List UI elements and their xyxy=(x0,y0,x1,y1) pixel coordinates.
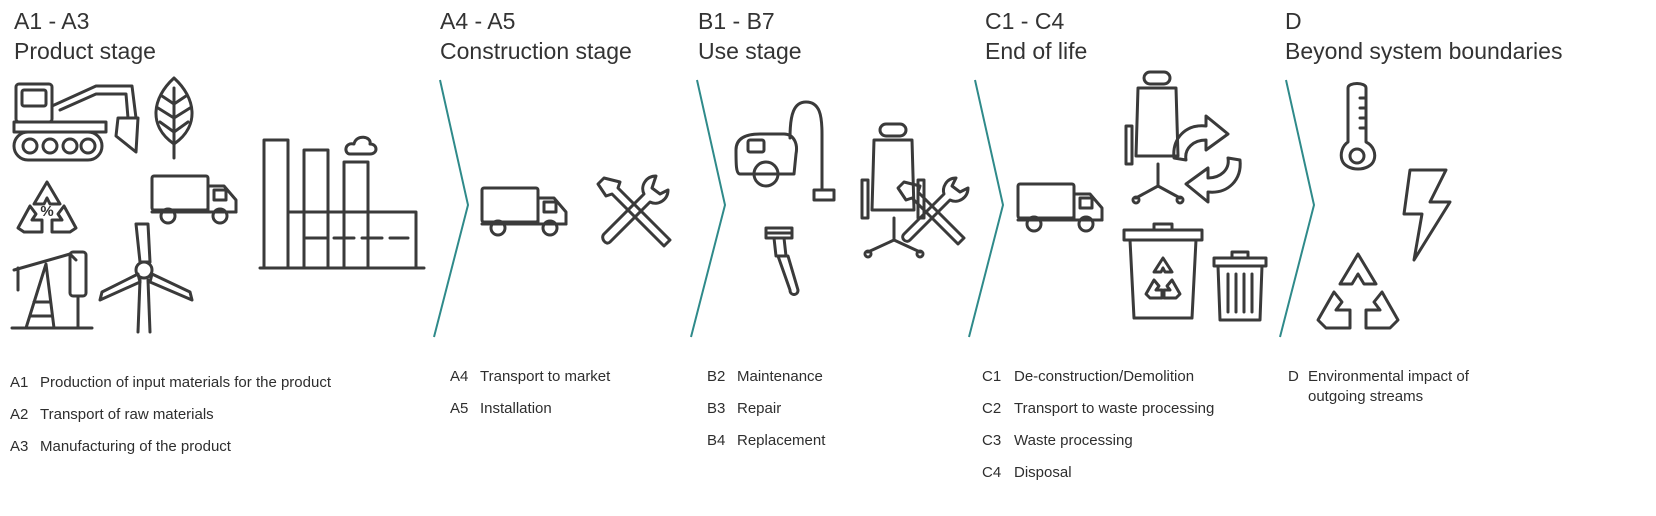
item-text: Repair xyxy=(737,400,782,417)
recycling-bin-icon xyxy=(1122,222,1204,322)
list-item: A5 Installation xyxy=(450,399,610,419)
item-code: B4 xyxy=(707,432,726,449)
stage-header-beyond: D Beyond system boundaries xyxy=(1285,6,1562,66)
list-item: B3 Repair xyxy=(707,399,825,419)
list-item: A2 Transport of raw materials xyxy=(10,405,331,425)
item-text: Transport to waste processing xyxy=(1014,400,1215,417)
wrench-screwdriver-icon xyxy=(594,170,674,250)
list-item: D Environmental impact of outgoing stream… xyxy=(1288,367,1498,407)
recycle-percent-icon: % xyxy=(14,178,80,238)
trash-can-icon xyxy=(1212,250,1268,324)
stage-name: Construction stage xyxy=(440,38,632,64)
vacuum-cleaner-icon xyxy=(730,94,840,206)
stage-name: End of life xyxy=(985,38,1088,64)
oil-pump-icon xyxy=(10,250,94,332)
description-list-end-of-life: C1 De-construction/Demolition C2 Transport… xyxy=(982,367,1214,495)
item-code: C3 xyxy=(982,432,1002,449)
leaf-icon xyxy=(146,74,202,160)
stage-header-construction: A4 - A5 Construction stage xyxy=(440,6,632,66)
item-text: Transport to market xyxy=(480,368,611,385)
item-code: A4 xyxy=(450,368,469,385)
description-list-use: B2 Maintenance B3 Repair B4 Replacement xyxy=(707,367,825,463)
list-item: B4 Replacement xyxy=(707,431,825,451)
item-code: D xyxy=(1288,368,1299,385)
item-text: Maintenance xyxy=(737,368,823,385)
item-text: De-construction/Demolition xyxy=(1014,368,1195,385)
stage-code: C1 - C4 xyxy=(985,8,1065,34)
item-text: Production of input materials for the pr… xyxy=(40,374,331,391)
item-code: C2 xyxy=(982,400,1002,417)
item-code: C1 xyxy=(982,368,1002,385)
wind-turbine-icon xyxy=(96,220,196,334)
percent-symbol: % xyxy=(40,203,53,220)
truck-icon xyxy=(480,184,570,238)
truck-icon xyxy=(150,172,240,226)
chevron-divider-1 xyxy=(433,79,470,338)
stage-header-product: A1 - A3 Product stage xyxy=(14,6,156,66)
item-text: Installation xyxy=(480,400,552,417)
stage-header-use: B1 - B7 Use stage xyxy=(698,6,802,66)
item-code: A3 xyxy=(10,438,29,455)
stage-code: D xyxy=(1285,8,1302,34)
excavator-icon xyxy=(12,80,140,162)
item-text: Replacement xyxy=(737,432,826,449)
list-item: A3 Manufacturing of the product xyxy=(10,437,331,457)
stage-name: Product stage xyxy=(14,38,156,64)
list-item: B2 Maintenance xyxy=(707,367,825,387)
list-item: A1 Production of input materials for the … xyxy=(10,373,331,393)
item-code: A2 xyxy=(10,406,29,423)
list-item: C2 Transport to waste processing xyxy=(982,399,1214,419)
chevron-divider-4 xyxy=(1279,79,1316,338)
item-text: Manufacturing of the product xyxy=(40,438,231,455)
item-text: Waste processing xyxy=(1014,432,1133,449)
office-chair-tools-icon xyxy=(858,118,972,262)
stage-name: Use stage xyxy=(698,38,802,64)
item-code: B3 xyxy=(707,400,726,417)
truck-icon xyxy=(1016,180,1106,234)
stage-code: B1 - B7 xyxy=(698,8,775,34)
stage-header-end-of-life: C1 - C4 End of life xyxy=(985,6,1087,66)
item-code: B2 xyxy=(707,368,726,385)
chevron-divider-2 xyxy=(690,79,727,338)
paint-brush-icon xyxy=(762,222,812,296)
lightning-icon xyxy=(1400,166,1454,262)
recycle-icon xyxy=(1312,250,1404,334)
office-chair-refresh-icon xyxy=(1122,68,1246,218)
item-code: A5 xyxy=(450,400,469,417)
stage-name: Beyond system boundaries xyxy=(1285,38,1563,64)
list-item: C3 Waste processing xyxy=(982,431,1214,451)
description-list-construction: A4 Transport to market A5 Installation xyxy=(450,367,610,431)
item-text: Disposal xyxy=(1014,464,1072,481)
item-text: Transport of raw materials xyxy=(40,406,214,423)
list-item: C4 Disposal xyxy=(982,463,1214,483)
list-item: A4 Transport to market xyxy=(450,367,610,387)
list-item: C1 De-construction/Demolition xyxy=(982,367,1214,387)
stage-code: A4 - A5 xyxy=(440,8,516,34)
description-list-beyond: D Environmental impact of outgoing stream… xyxy=(1288,367,1498,419)
item-code: A1 xyxy=(10,374,29,391)
item-code: C4 xyxy=(982,464,1002,481)
stage-code: A1 - A3 xyxy=(14,8,90,34)
factory-icon xyxy=(258,132,426,272)
chevron-divider-3 xyxy=(968,79,1005,338)
description-list-product: A1 Production of input materials for the … xyxy=(10,373,331,469)
thermometer-icon xyxy=(1336,80,1380,176)
item-text: Environmental impact of outgoing streams xyxy=(1308,368,1469,405)
